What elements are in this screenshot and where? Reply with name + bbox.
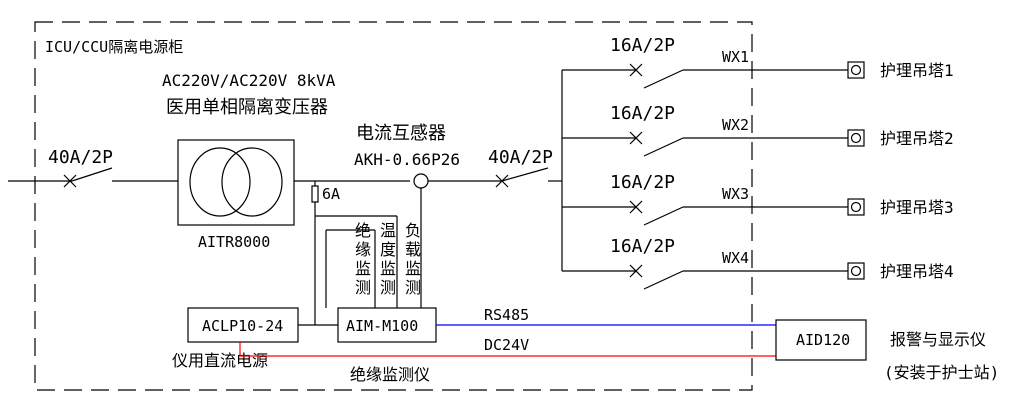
branch-1 [562,61,865,89]
svg-text:测: 测 [405,278,421,297]
insulation-monitor-model: AIM-M100 [346,317,418,335]
branch-4 [562,262,865,290]
branch-3 [562,198,865,226]
fuse [311,181,319,325]
svg-text:监: 监 [405,259,421,278]
transformer-model: AITR8000 [198,233,270,251]
display-model: AID120 [796,331,850,349]
branch-2-load: 护理吊塔2 [880,129,954,148]
load-monitor-label: 负 载 监 测 [405,221,421,297]
branch-1-circuit: WX1 [722,48,749,66]
power-supply-model: ACLP10-24 [202,317,283,335]
branch-4-breaker: 16A/2P [610,236,675,257]
main-incoming-breaker [8,167,178,188]
display-box [775,319,867,361]
dc24v-line [239,342,776,357]
main-breaker-in-label: 40A/2P [48,147,113,168]
branch-3-load: 护理吊塔3 [880,198,954,217]
svg-text:监: 监 [380,259,396,278]
svg-text:缘: 缘 [355,240,371,259]
ct-name: 电流互感器 [356,123,446,144]
svg-text:绝: 绝 [355,221,371,240]
branch-4-circuit: WX4 [722,249,749,267]
insulation-monitor-name: 绝缘监测仪 [350,365,430,384]
branch-2 [562,129,865,157]
insulation-monitor-label: 绝 缘 监 测 [355,221,371,297]
power-supply-name: 仪用直流电源 [172,351,268,370]
svg-text:负: 负 [405,221,421,240]
main-breaker-out-label: 40A/2P [488,147,553,168]
branch-3-breaker: 16A/2P [610,172,675,193]
branch-1-breaker: 16A/2P [610,35,675,56]
branch-4-load: 护理吊塔4 [880,262,954,281]
branch-2-circuit: WX2 [722,116,749,134]
display-name: 报警与显示仪 [890,330,986,349]
branch-2-breaker: 16A/2P [610,103,675,124]
transformer-rating: AC220V/AC220V 8kVA [162,71,336,90]
dc24v-label: DC24V [484,336,529,354]
transformer-name: 医用单相隔离变压器 [166,97,328,118]
ct-model: AKH-0.66P26 [354,150,460,169]
temperature-monitor-label: 温 度 监 测 [380,221,396,297]
display-note: (安装于护士站) [884,363,999,382]
cabinet-border [34,21,753,391]
svg-text:度: 度 [380,240,396,259]
rs485-label: RS485 [484,306,529,324]
svg-text:载: 载 [405,240,421,259]
svg-text:测: 测 [355,278,371,297]
branch-1-load: 护理吊塔1 [880,61,954,80]
svg-text:测: 测 [380,278,396,297]
cabinet-title: ICU/CCU隔离电源柜 [45,38,183,56]
isolation-transformer [177,139,295,226]
branch-3-circuit: WX3 [722,185,749,203]
current-transformer [413,173,429,189]
main-outgoing-breaker [495,167,562,188]
svg-text:监: 监 [355,259,371,278]
fuse-label: 6A [322,185,340,203]
svg-text:温: 温 [380,221,396,240]
